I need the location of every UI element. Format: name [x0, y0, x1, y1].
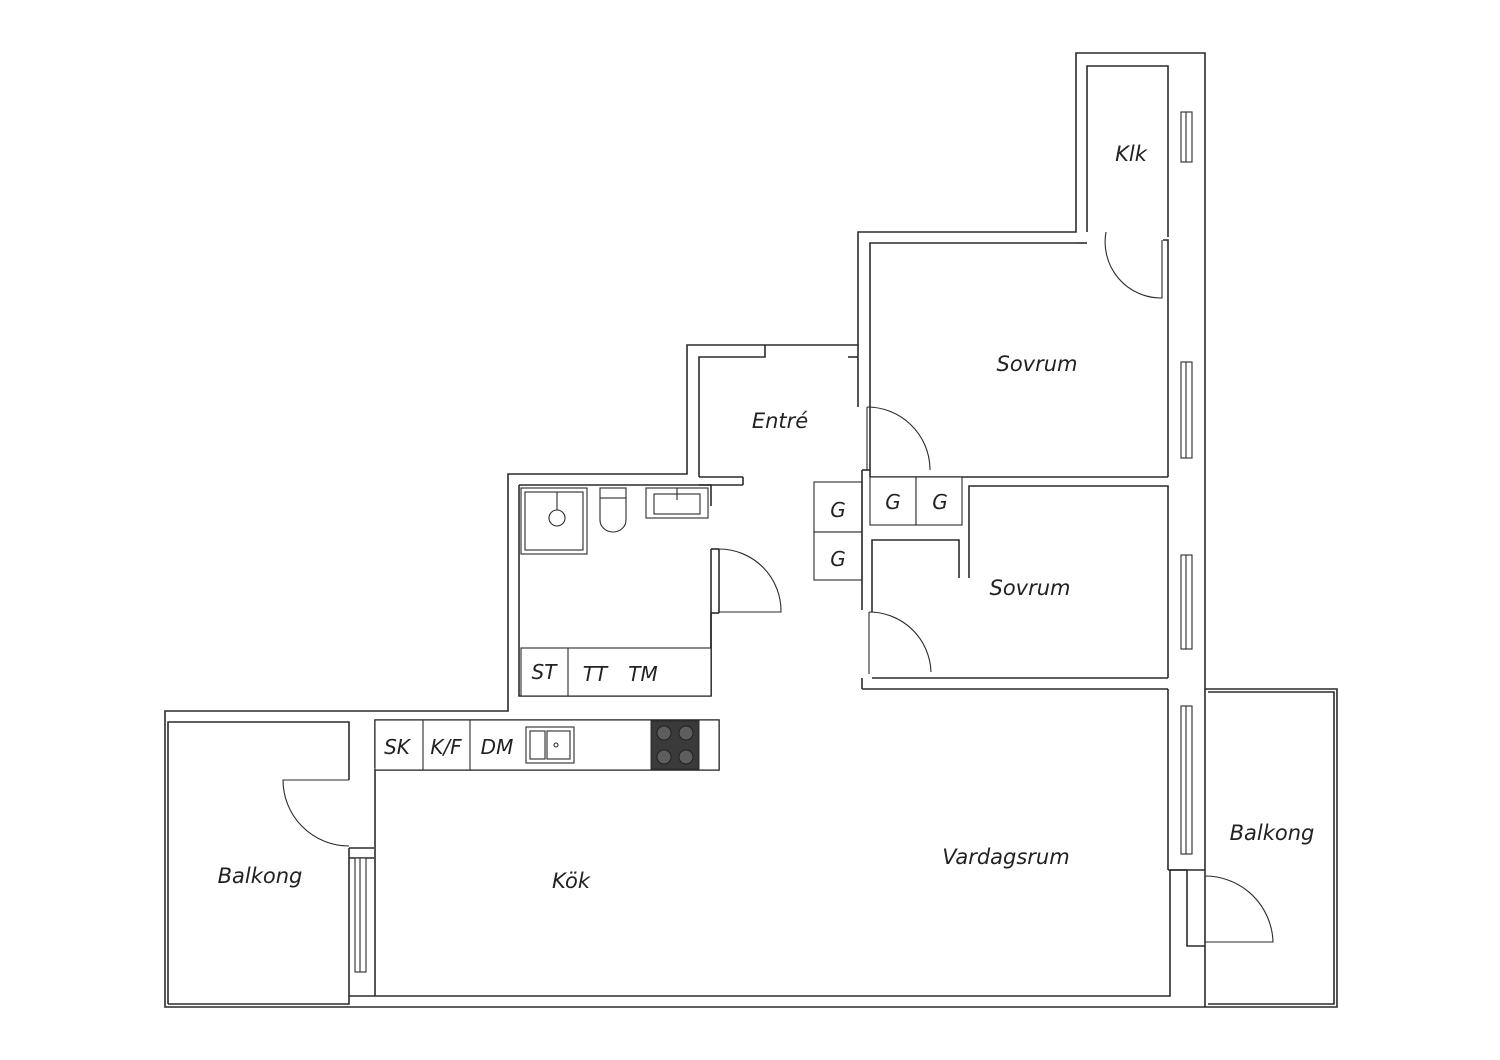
label-g-4: G: [932, 490, 948, 514]
label-balkong-right: Balkong: [1230, 821, 1315, 845]
label-klk: Klk: [1115, 142, 1148, 166]
label-entre: Entré: [752, 409, 808, 433]
label-kok: Kök: [552, 869, 591, 893]
fixture-labels: G G G G ST TT TM SK K/F DM: [384, 490, 948, 759]
label-g-3: G: [885, 490, 901, 514]
label-dm: DM: [481, 735, 514, 759]
label-vardagsrum: Vardagsrum: [942, 845, 1069, 869]
label-kf: K/F: [430, 735, 462, 759]
kitchen: [374, 719, 720, 771]
balcony-left: [167, 721, 374, 1005]
bedroom-2: [861, 485, 1193, 690]
label-g-2: G: [830, 547, 846, 571]
balcony-right: [1204, 689, 1335, 1007]
wardrobes: [813, 469, 963, 610]
label-balkong-left: Balkong: [218, 864, 303, 888]
label-sovrum-2: Sovrum: [989, 576, 1070, 600]
exterior-walls: [164, 52, 1338, 1008]
closet-klk: [1086, 65, 1193, 477]
room-labels: Klk Sovrum Entré Sovrum Kök Vardagsrum B…: [218, 142, 1315, 893]
label-tm: TM: [628, 662, 657, 686]
label-tt: TT: [583, 662, 609, 686]
label-st: ST: [532, 660, 559, 684]
label-g-1: G: [830, 498, 846, 522]
label-sovrum-1: Sovrum: [996, 352, 1077, 376]
living-room: [1167, 689, 1205, 871]
bathroom: [518, 484, 782, 697]
label-sk: SK: [384, 735, 412, 759]
